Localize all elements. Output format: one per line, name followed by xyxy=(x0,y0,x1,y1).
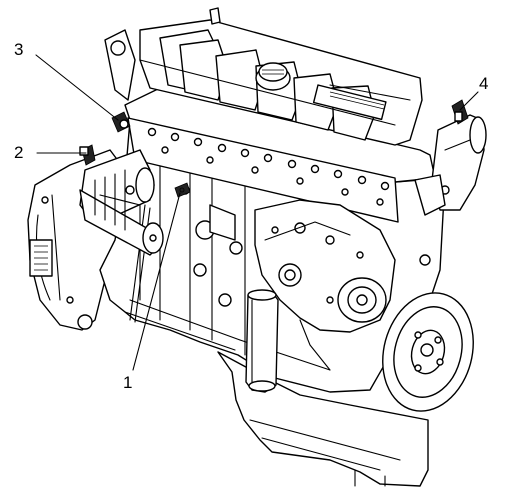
callout-3: 3 xyxy=(14,40,24,59)
sensor-1 xyxy=(174,182,191,198)
coolant-outlet-housing xyxy=(414,114,487,266)
crankshaft-pulley xyxy=(382,292,474,412)
callout-4: 4 xyxy=(479,74,489,93)
callout-1: 1 xyxy=(123,373,133,392)
damper-pulley xyxy=(337,277,387,323)
oil-filler-cap xyxy=(255,62,291,91)
leader-line-4 xyxy=(459,91,479,111)
cylinder-head xyxy=(104,29,436,223)
oil-filter xyxy=(245,289,279,393)
leader-line-3 xyxy=(35,54,119,121)
sensor-3 xyxy=(111,111,131,133)
callout-2: 2 xyxy=(14,143,24,162)
sensor-2 xyxy=(79,144,96,166)
leader-line-1 xyxy=(132,192,181,371)
starter-motor xyxy=(79,149,164,256)
